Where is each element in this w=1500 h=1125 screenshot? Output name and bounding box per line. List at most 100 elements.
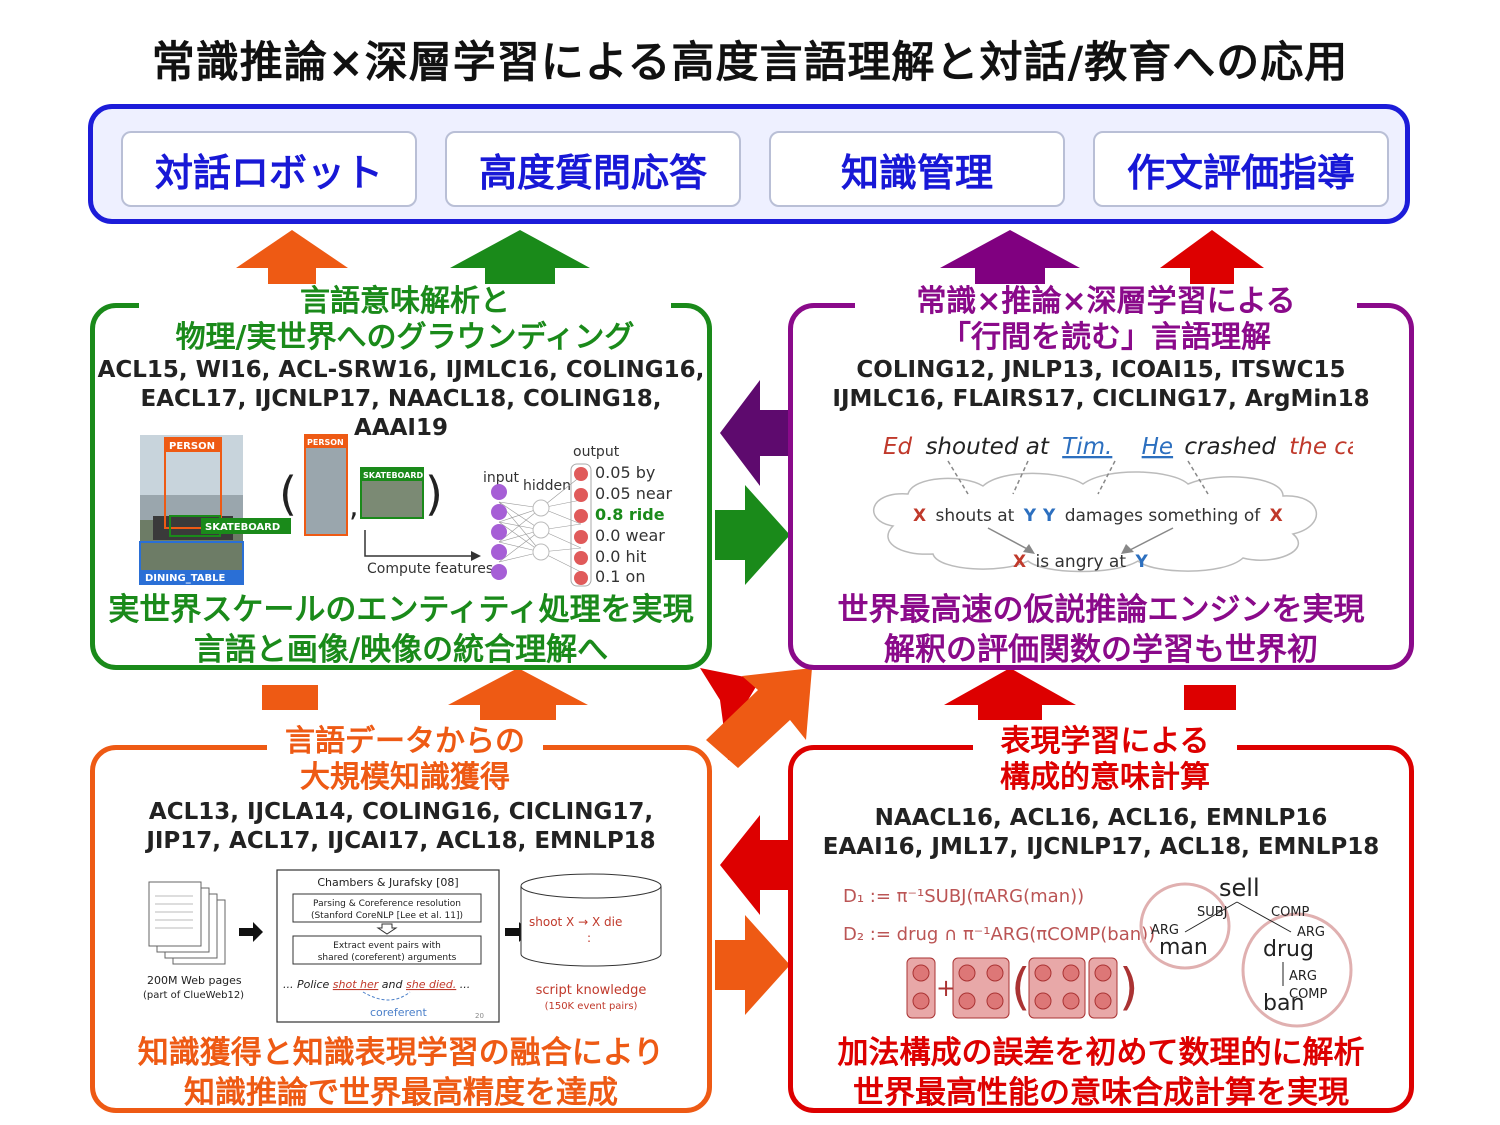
sent-shouted: shouted at [925, 434, 1049, 460]
grounding-box: 言語意味解析と 物理/実世界へのグラウンディング ACL15, WI16, AC… [90, 284, 712, 670]
sent-ed: Ed [883, 434, 913, 460]
script-knowledge-label: script knowledge [536, 983, 647, 998]
crop-skateboard-label: SKATEBOARD [363, 471, 423, 480]
grounding-footer: 実世界スケールのエンティティ処理を実現 言語と画像/映像の統合理解へ [95, 590, 707, 670]
app-essay-evaluation[interactable]: 作文評価指導 [1093, 131, 1389, 207]
dining-table-label: DINING_TABLE [145, 573, 225, 584]
rule-shouts: X shouts at Y [913, 506, 1037, 526]
page-title: 常識推論×深層学習による高度言語理解と対話/教育への応用 [151, 38, 1349, 88]
commonsense-title-line1: 常識×推論×深層学習による [916, 284, 1296, 319]
web-pages-label: 200M Web pages [147, 974, 242, 987]
parsing-line1: Parsing & Coreference resolution [313, 899, 461, 909]
output-value: 0.8 ride [595, 505, 665, 524]
grounding-title-line2: 物理/実世界へのグラウンディング [175, 320, 635, 355]
flow-arrow-1 [239, 922, 263, 942]
formula-d2: D₂ := drug ∩ π⁻¹ARG(πCOMP(ban)) [843, 924, 1155, 945]
input-label: input [483, 470, 520, 486]
crop-person [304, 434, 348, 536]
edge-arg-ban: ARG [1289, 969, 1317, 984]
applications-panel: 対話ロボット 高度質問応答 知識管理 作文評価指導 [88, 104, 1410, 224]
formula-d1: D₁ := π⁻¹SUBJ(πARG(man)) [843, 886, 1084, 907]
composition-footer-line1: 加法構成の誤差を初めて数理的に解析 [837, 1035, 1365, 1071]
paren-open: ( [279, 467, 297, 521]
extract-line2: shared (coreferent) arguments [318, 953, 457, 963]
up-arrow-orange-mid-left [262, 685, 318, 710]
commonsense-title: 常識×推論×深層学習による 「行間を読む」言語理解 [855, 284, 1357, 356]
composition-box: 表現学習による 構成的意味計算 NAACL16, ACL16, ACL16, E… [788, 724, 1414, 1113]
hidden-node [532, 499, 550, 517]
commonsense-footer-line1: 世界最高速の仮説推論エンジンを実現 [837, 592, 1365, 628]
composition-refs-line1: NAACL16, ACL16, ACL16, EMNLP16 [874, 805, 1328, 831]
output-node [574, 530, 588, 544]
app-knowledge-management[interactable]: 知識管理 [769, 131, 1065, 207]
grounding-title-line1: 言語意味解析と [300, 284, 510, 319]
commonsense-refs: COLING12, JNLP13, ICOAI15, ITSWC15 IJMLC… [793, 356, 1409, 414]
hidden-node [532, 521, 550, 539]
commonsense-box: 常識×推論×深層学習による 「行間を読む」言語理解 COLING12, JNLP… [788, 284, 1414, 670]
sent-crashed: crashed [1184, 434, 1276, 460]
commonsense-figure: Ed shouted at Tim. He crashed the car . … [873, 434, 1353, 573]
hidden-node [532, 543, 550, 561]
composition-refs-line2: EAAI16, JML17, IJCNLP17, ACL18, EMNLP18 [822, 834, 1380, 860]
acquisition-box: 言語データからの 大規模知識獲得 ACL13, IJCLA14, COLING1… [90, 724, 712, 1113]
composition-title-line1: 表現学習による [1000, 724, 1210, 759]
coref-link [362, 991, 411, 1001]
bracket-close: ) [1119, 958, 1139, 1016]
example-sentence: Ed shouted at Tim. He crashed the car . [883, 434, 1353, 460]
composition-title: 表現学習による 構成的意味計算 [973, 724, 1237, 796]
rule-damages: Y damages something of X [1042, 506, 1283, 526]
tree-circle-man [1139, 882, 1231, 970]
acquisition-footer-line1: 知識獲得と知識表現学習の融合により [137, 1035, 665, 1071]
parsing-step [292, 893, 482, 923]
thought-cloud [873, 471, 1318, 573]
rule-angry: X is angry at Y [1013, 552, 1148, 572]
db-line1: shoot X → X die [529, 915, 622, 929]
composition-footer: 加法構成の誤差を初めて数理的に解析 世界最高性能の意味合成計算を実現 [793, 1033, 1409, 1113]
acquisition-figure: 200M Web pages (part of ClueWeb12) Chamb… [143, 869, 662, 1023]
output-node [574, 571, 588, 585]
diag-arrow-orange [706, 668, 812, 768]
page-number: 20 [475, 1012, 484, 1020]
chambers-label: Chambers & Jurafsky [08] [317, 876, 458, 889]
right-arrow-orange [715, 915, 790, 1015]
parsing-line2: (Stanford CoreNLP [Lee et al. 11]) [311, 911, 463, 921]
knowledge-db-icon [520, 886, 662, 967]
output-node [574, 509, 588, 523]
acquisition-title-line2: 大規模知識獲得 [300, 760, 510, 795]
composition-title-line2: 構成的意味計算 [1000, 760, 1210, 795]
acquisition-footer-line2: 知識推論で世界最高精度を達成 [184, 1075, 618, 1111]
acquisition-footer: 知識獲得と知識表現学習の融合により 知識推論で世界最高精度を達成 [95, 1033, 707, 1113]
output-node [574, 488, 588, 502]
input-node [491, 544, 507, 560]
tree-circle-drug [1241, 912, 1353, 1028]
clueweb-label: (part of ClueWeb12) [143, 990, 244, 1001]
output-node [574, 467, 588, 481]
acquisition-refs: ACL13, IJCLA14, COLING16, CICLING17, JIP… [95, 798, 707, 856]
event-pairs-label: (150K event pairs) [545, 1001, 638, 1012]
right-arrow-green [715, 485, 790, 585]
commonsense-refs-line1: COLING12, JNLP13, ICOAI15, ITSWC15 [856, 357, 1346, 383]
edge-comp: COMP [1271, 905, 1310, 920]
extract-step [292, 935, 482, 965]
app-question-answering[interactable]: 高度質問応答 [445, 131, 741, 207]
grounding-footer-line1: 実世界スケールのエンティティ処理を実現 [108, 592, 694, 628]
output-value: 0.0 wear [595, 526, 665, 545]
grounding-title: 言語意味解析と 物理/実世界へのグラウンディング [139, 284, 671, 356]
comma: , [349, 489, 359, 524]
app-dialogue-robot[interactable]: 対話ロボット [121, 131, 417, 207]
edge-arg-man: ARG [1151, 923, 1179, 938]
output-node [574, 551, 588, 565]
sent-tim: Tim. [1062, 434, 1112, 460]
node-drug: drug [1263, 937, 1314, 962]
commonsense-refs-line2: IJMLC16, FLAIRS17, CICLING17, ArgMin18 [832, 386, 1370, 412]
commonsense-title-line2: 「行間を読む」言語理解 [941, 320, 1271, 355]
composition-refs: NAACL16, ACL16, ACL16, EMNLP16 EAAI16, J… [793, 804, 1409, 862]
crop-person-label: PERSON [307, 438, 344, 447]
edge-comp-ban: COMP [1289, 987, 1328, 1002]
person-label: PERSON [169, 441, 215, 452]
step-arrow [376, 923, 398, 935]
acquisition-title: 言語データからの 大規模知識獲得 [267, 724, 543, 796]
left-arrow-red [720, 815, 790, 915]
grounding-figure: PERSON SKATEBOARD DINING_TABLE ( PERSON … [139, 434, 673, 587]
